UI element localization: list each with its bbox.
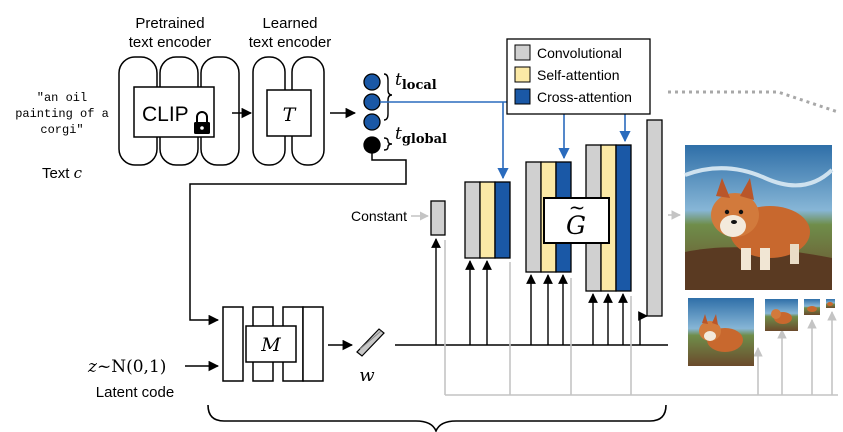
latent-code-label: Latent code xyxy=(96,384,174,401)
legend-swatch-conv xyxy=(514,44,531,61)
global-brace xyxy=(383,137,393,151)
text-c-label: Text c xyxy=(42,164,83,182)
generator-label: G xyxy=(566,211,586,240)
pretrained-title-2: text encoder xyxy=(129,34,212,51)
generator-label-box xyxy=(543,197,610,244)
legend-swatch-self-attn xyxy=(514,66,531,83)
local-token xyxy=(363,113,381,131)
token-stack: tlocal tglobal xyxy=(363,70,447,154)
m-label: M xyxy=(260,334,281,356)
conv-layer xyxy=(525,161,542,273)
prompt-line-1: "an oil xyxy=(37,91,87,105)
legend-conv-label: Convolutional xyxy=(537,45,622,61)
self-attn-layer xyxy=(479,181,496,259)
mapping-network: M xyxy=(222,306,324,382)
learned-encoder: Learned text encoder T xyxy=(249,15,332,166)
lock-icon xyxy=(194,111,210,134)
local-token xyxy=(363,93,381,111)
global-to-mapping-line xyxy=(189,153,407,326)
t-label: T xyxy=(283,104,297,126)
output-image-medium xyxy=(688,298,754,366)
constant-label: Constant xyxy=(351,208,407,224)
legend: Convolutional Self-attention Cross-atten… xyxy=(506,38,651,115)
legend-self-attn-label: Self-attention xyxy=(537,67,620,83)
local-token xyxy=(363,73,381,91)
pretrained-encoder: Pretrained text encoder CLIP xyxy=(118,15,240,166)
t-global-label: tglobal xyxy=(395,124,447,147)
local-brace xyxy=(383,73,393,121)
mapping-layer xyxy=(302,306,324,382)
global-token xyxy=(363,136,381,154)
cross-attn-layer xyxy=(494,181,511,259)
latent-input: z~N(0,1) Latent code xyxy=(87,357,220,401)
output-image-tiny xyxy=(804,299,820,315)
constant-block xyxy=(430,200,446,236)
m-box xyxy=(245,325,297,363)
latent-expression: z~N(0,1) xyxy=(87,357,166,377)
pretrained-title-1: Pretrained xyxy=(135,15,204,32)
legend-swatch-cross-attn xyxy=(514,88,531,105)
w-vector-icon xyxy=(356,328,385,357)
conv-layer xyxy=(464,181,481,259)
t-box xyxy=(266,89,312,137)
output-image-large xyxy=(684,145,834,290)
clip-label: CLIP xyxy=(142,103,189,126)
mapping-layer xyxy=(222,306,244,382)
text-prompt: "an oil painting of a corgi" Text c xyxy=(15,91,109,182)
w-label: w xyxy=(359,365,375,386)
t-local-label: tlocal xyxy=(395,70,437,93)
prompt-line-3: corgi" xyxy=(40,123,83,137)
cross-attn-layer xyxy=(615,144,632,292)
legend-cross-attn-label: Cross-attention xyxy=(537,89,632,105)
generator-tilde: ~ xyxy=(569,195,586,219)
w-routing xyxy=(395,238,668,346)
zoom-dotted-line xyxy=(668,90,839,114)
legend-box xyxy=(506,38,651,115)
prompt-line-2: painting of a xyxy=(15,107,109,121)
bottom-brace xyxy=(207,404,667,432)
learned-title-2: text encoder xyxy=(249,34,332,51)
output-image-tiniest xyxy=(826,299,835,308)
generator: Constant G ~ xyxy=(351,119,663,317)
output-image-small xyxy=(765,299,798,331)
output-conv-layer xyxy=(646,119,663,317)
multiscale-routing xyxy=(444,210,838,396)
learned-title-1: Learned xyxy=(262,15,317,32)
